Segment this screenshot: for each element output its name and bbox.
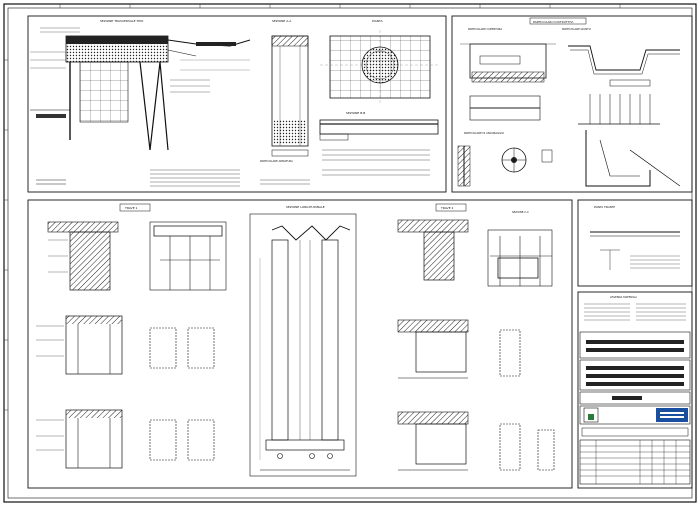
panel-title-sezione-bb: SEZIONE B-B	[346, 111, 365, 115]
panel-title-longitudinale: SEZIONE LONGITUDINALE	[286, 205, 325, 209]
legenda-block: LEGENDA MATERIALI	[579, 295, 691, 485]
pianta-tirante-drawing: PIANTA TIRANTE	[590, 205, 680, 270]
panel-title-trave-1: TRAVE 1	[124, 206, 138, 210]
panel-title-giunto: PARTICOLARE GIUNTO	[562, 27, 591, 31]
particolari-costruttivi-drawing: PARTICOLARI COSTRUTTIVI PARTICOLARE COPE…	[457, 17, 681, 187]
panel-title-sezione-c: SEZIONE C-C	[512, 210, 529, 214]
logo-icon	[583, 407, 599, 423]
panel-title-pianta-tirante: PIANTA TIRANTE	[594, 205, 615, 209]
pianta-drawing: PIANTA	[320, 19, 440, 104]
panel-title-trave-2: TRAVE 2	[440, 206, 454, 210]
notes-block	[150, 169, 310, 187]
logo-badge	[656, 408, 688, 422]
panel-title-ancoraggio: PARTICOLARE DI ANCORAGGIO	[464, 131, 504, 135]
panel-title-block	[577, 291, 693, 489]
sezione-trasversale-drawing: SEZIONE TRASVERSALE TIPO	[30, 19, 251, 185]
panel-title-legenda: LEGENDA MATERIALI	[610, 295, 637, 299]
svg-text:PARTICOLARE ARMATURA: PARTICOLARE ARMATURA	[260, 159, 293, 163]
sezione-longitudinale-drawing: SEZIONE LONGITUDINALE	[249, 205, 357, 477]
sezione-aa-drawing: SEZIONE A-A PARTICOLARE ARMATURA	[260, 19, 309, 163]
trave-1-drawing: TRAVE 1	[36, 203, 227, 469]
panel-right-upper	[577, 199, 693, 287]
panel-title-particolari: PARTICOLARI COSTRUTTIVI	[533, 20, 573, 24]
panel-top-left	[27, 15, 447, 193]
panel-title-sezione-trasversale: SEZIONE TRASVERSALE TIPO	[100, 19, 144, 23]
trave-2-drawing: TRAVE 2 SEZIONE C-C	[397, 203, 555, 471]
panel-title-sezione-aa: SEZIONE A-A	[272, 19, 292, 23]
panel-title-pianta: PIANTA	[372, 19, 384, 23]
outer-frame	[3, 3, 697, 503]
frame-ticks	[4, 4, 621, 411]
panel-top-right	[451, 15, 693, 193]
panel-title-copertura: PARTICOLARE COPERTURA	[468, 27, 502, 31]
sezione-bb-drawing: SEZIONE B-B	[319, 111, 439, 176]
panel-bottom-main	[27, 199, 573, 489]
revision-table	[579, 439, 691, 485]
